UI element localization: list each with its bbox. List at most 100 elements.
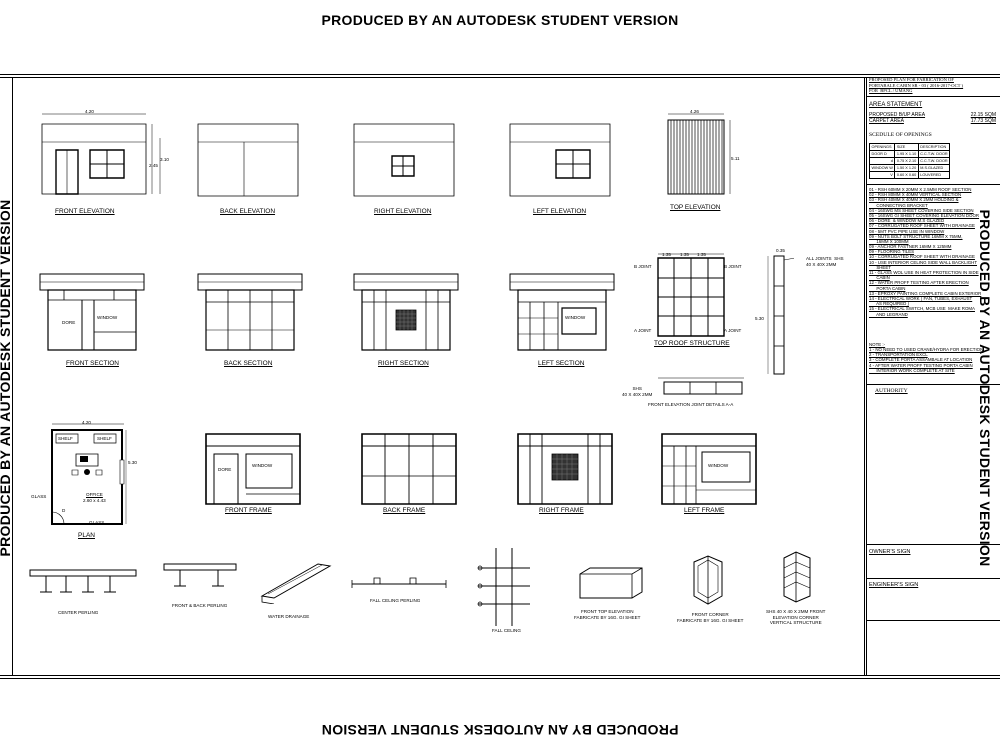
label-right-elevation: RIGHT ELEVATION — [374, 208, 432, 215]
schedule-cell: d — [868, 157, 896, 165]
specification-note: 04 - 16SWG MS SHEET COVERING SIDE SECTIO… — [869, 207, 974, 213]
schedule-title: SCEDULE OF OPENINGS — [869, 132, 932, 138]
schedule-header-row: OPENINGS SIZE DESCRIPTION — [868, 143, 951, 151]
specification-note: 01 - RSH 60MM X 20MM X 2.5MM ROOF SECTIO… — [869, 187, 972, 192]
specification-note: 09 - NUTS BOLT STRUCTURE 16MM X 75MM, — [869, 233, 963, 239]
plan-drawing — [48, 420, 128, 532]
schedule-cell: V — [868, 171, 896, 179]
title-block-divider — [864, 77, 865, 675]
front-elevation-door-dim: 2.45 — [149, 163, 158, 168]
label-left-section: LEFT SECTION — [538, 360, 585, 367]
plan-length-dim: 5.30 — [128, 460, 137, 465]
top-roof-structure-drawing — [652, 252, 732, 340]
right-section-drawing — [352, 272, 462, 354]
left-frame-drawing — [660, 432, 760, 508]
schedule-cell: 0.75 X 2.10 — [894, 157, 919, 165]
label-front-frame: FRONT FRAME — [225, 507, 272, 514]
schedule-row: V 0.60 X 0.60 LOUVERED — [868, 171, 951, 179]
specification-note: 09 - ANCHOR FASTNER 16MM X 125MM — [869, 244, 952, 250]
front-back-perling-drawing — [160, 562, 240, 596]
note-item: 1 - NO NEED TO USED CRANE/HYDRA FOR EREC… — [869, 347, 984, 352]
front-frame-window-label: WINDOW — [252, 463, 273, 468]
joint-detail-top-dim: 0.35 — [776, 248, 785, 253]
note-items: 1 - NO NEED TO USED CRANE/HYDRA FOR EREC… — [869, 347, 996, 373]
label-back-frame: BACK FRAME — [383, 507, 426, 514]
sheet-border-bottom-outer — [0, 678, 1000, 679]
sheet-border-bottom — [0, 675, 1000, 676]
label-center-perling: CENTER PERLING — [58, 610, 99, 615]
carpet-area-label: CARPET AREA — [869, 118, 904, 124]
schedule-cell: C.C.T.W. DOOR — [917, 150, 951, 158]
left-section-drawing — [508, 272, 618, 354]
schedule-header-cell: OPENINGS — [868, 143, 896, 151]
title-block-divider-2 — [866, 77, 867, 675]
front-section-drawing — [38, 272, 148, 354]
label-top-elevation: TOP ELEVATION — [670, 204, 721, 211]
label-plan: PLAN — [78, 532, 95, 539]
title-block-heading: PROPOSED PLAN FOR FABRICATION OF PORTABA… — [869, 77, 964, 93]
specification-note: 10 - CORRUGATED ROOF SHEET WITH DRAINAGE — [869, 254, 975, 260]
front-frame-door-label: DORE — [218, 467, 232, 472]
schedule-header-cell: DESCRIPTION — [917, 143, 951, 151]
schedule-cell: 0.60 X 0.60 — [894, 171, 919, 179]
roof-dim-1: 1.35 — [662, 252, 671, 257]
sheet-border-top — [0, 74, 1000, 75]
schedule-cell: C.C.T.W. DOOR — [917, 157, 951, 165]
plan-office-label: OFFICE — [86, 492, 103, 497]
roof-dim-3: 1.35 — [697, 252, 706, 257]
schedule-cell: 1.50 X 1.20 — [894, 164, 919, 172]
joint-details-aa-drawing — [654, 374, 750, 400]
front-top-elevation-drawing — [576, 566, 648, 606]
specification-note: 13 - EPROXY PAINTING COMPLETE CABIN EXTE… — [869, 290, 982, 296]
watermark-bottom: PRODUCED BY AN AUTODESK STUDENT VERSION — [321, 722, 679, 738]
specification-note: CABIN — [869, 275, 890, 281]
left-section-window-label: WINDOW — [565, 315, 586, 320]
proposed-area-value: 22.15 SQM — [970, 112, 996, 118]
title-rule-6 — [866, 620, 1000, 621]
title-rule-5 — [866, 578, 1000, 579]
label-front-back-perling: FRONT & BACK PERLING — [172, 603, 228, 608]
front-elevation-width-dim: 4.20 — [85, 109, 94, 114]
sheet-border-top-inner — [0, 77, 1000, 78]
schedule-row: d 0.75 X 2.10 C.C.T.W. DOOR — [868, 157, 951, 165]
label-left-elevation: LEFT ELEVATION — [533, 208, 587, 215]
specification-note: 08 - 5MT PVC PIPE USE IN WINDOW — [869, 228, 945, 234]
note-item: 2 - TRANSPORTATION EXCL — [869, 352, 928, 358]
schedule-table: OPENINGS SIZE DESCRIPTION DOOR D 1.95 X … — [868, 143, 951, 179]
specification-note: AS REQUIRED ) — [869, 301, 910, 307]
label-fall-celing-perling: FALL CELING PERLING — [370, 598, 421, 603]
note-item: 3 - COMPLETE PORTA ASSAMBALE AT LOCATION — [869, 357, 973, 363]
roof-a-joint-right: A JOINT — [724, 328, 742, 333]
schedule-header-cell: SIZE — [894, 143, 919, 151]
specification-note: 11 - GLASS WOL USE IN HEAT PROTECTION IN… — [869, 270, 979, 275]
label-top-roof-structure: TOP ROOF STRUCTURE — [654, 340, 730, 347]
schedule-cell: M.S.GLAZED — [917, 164, 951, 172]
note-item: INTERIOR WORK COMPLETE AT SITE — [869, 367, 955, 373]
top-elevation-length-dim: 5.11 — [731, 156, 740, 161]
specification-note: PORTA CABIN — [869, 285, 906, 291]
area-statement-title: AREA STATEMENT — [869, 102, 923, 108]
specification-notes: 01 - RSH 60MM X 20MM X 2.5MM ROOF SECTIO… — [869, 187, 996, 317]
specification-note: 07 - CORRUGATED ROOF SHEET WITH DRAINAGE — [869, 223, 975, 229]
plan-shelf-left: SHELF — [58, 436, 73, 441]
shs-corner-drawing — [778, 548, 818, 606]
plan-office-size: 2.60 x 4.43 — [83, 498, 106, 503]
front-section-window-label: WINDOW — [97, 315, 118, 320]
specification-note: 10 - USE INTERIOR CELING SIDE WALL BACKL… — [869, 259, 978, 265]
roof-a-joint-left: A JOINT — [634, 328, 652, 333]
right-elevation-drawing — [352, 120, 458, 200]
watermark-top: PRODUCED BY AN AUTODESK STUDENT VERSION — [321, 12, 679, 28]
title-rule-3 — [866, 384, 1000, 385]
roof-dim-2: 1.35 — [680, 252, 689, 257]
plan-width-dim: 4.20 — [82, 420, 91, 425]
carpet-area-value: 17.73 SQM — [970, 118, 996, 124]
specification-note: CONNECTING BRACKET — [869, 202, 928, 208]
engineers-sign-label: ENGINEER'S SIGN — [869, 582, 919, 588]
front-elevation-drawing — [38, 108, 168, 198]
note-item: 4 - AFTER WATER PROFF TESTING PORTA CABI… — [869, 362, 973, 368]
title-block: PROPOSED PLAN FOR FABRICATION OF PORTABA… — [866, 74, 1000, 678]
proposed-area-label: PROPOSED B/UP AREA — [869, 112, 926, 118]
plan-glass-left: GLASS — [31, 494, 47, 499]
fall-celing-perling-drawing — [350, 574, 450, 590]
label-front-section: FRONT SECTION — [66, 360, 119, 367]
